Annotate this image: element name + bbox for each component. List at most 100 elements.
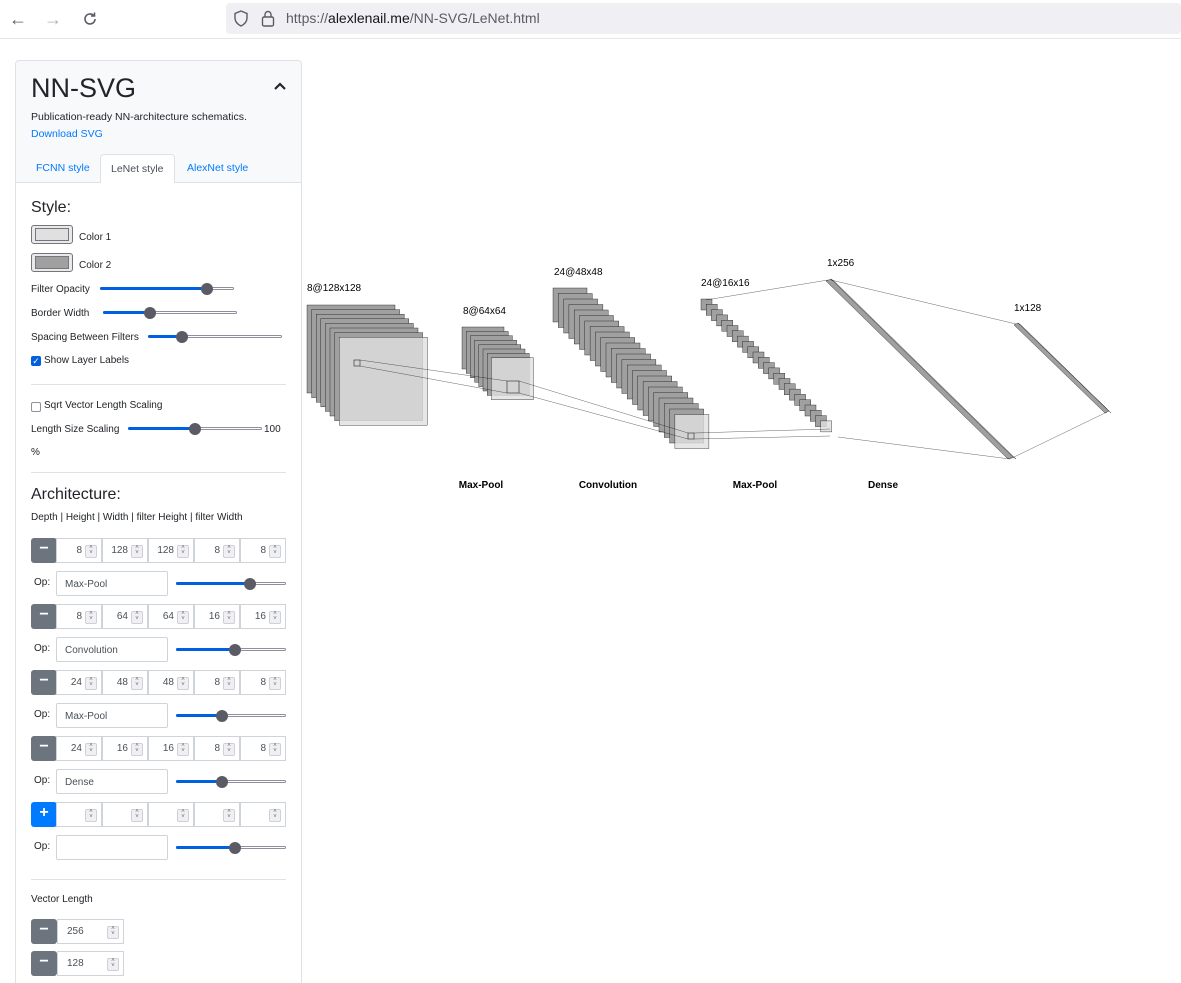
op-name-input[interactable]: Convolution [56, 637, 168, 662]
color2-picker[interactable] [31, 253, 73, 272]
color1-picker[interactable] [31, 225, 73, 244]
spinner-icon[interactable]: ˄˅ [269, 677, 281, 690]
spinner-icon[interactable]: ˄˅ [269, 809, 281, 822]
spinner-icon[interactable]: ˄˅ [223, 809, 235, 822]
layer-dimension-input[interactable]: ˄˅ [148, 802, 194, 827]
op-name-input[interactable]: Max-Pool [56, 703, 168, 728]
op-slider[interactable] [176, 578, 286, 590]
layer-row: −24˄˅48˄˅48˄˅8˄˅8˄˅ [31, 670, 286, 695]
spinner-icon[interactable]: ˄˅ [177, 743, 189, 756]
reload-icon[interactable] [77, 6, 103, 32]
op-name-input[interactable]: Max-Pool [56, 571, 168, 596]
spinner-icon[interactable]: ˄˅ [85, 743, 97, 756]
spinner-icon[interactable]: ˄˅ [131, 677, 143, 690]
layer-dimension-input[interactable]: ˄˅ [240, 802, 286, 827]
layer-dimension-input[interactable]: 64˄˅ [102, 604, 148, 629]
spinner-icon[interactable]: ˄˅ [131, 611, 143, 624]
layer-dimension-input[interactable]: 8˄˅ [240, 538, 286, 563]
tab-lenet-style[interactable]: LeNet style [100, 154, 175, 184]
tab-fcnn-style[interactable]: FCNN style [36, 162, 90, 174]
layer-dimension-input[interactable]: 128˄˅ [148, 538, 194, 563]
spinner-icon[interactable]: ˄˅ [131, 545, 143, 558]
layer-dimension-input[interactable]: 8˄˅ [56, 604, 102, 629]
spacing-slider[interactable] [148, 331, 282, 343]
back-arrow-icon[interactable]: ← [9, 8, 27, 29]
spinner-icon[interactable]: ˄˅ [177, 545, 189, 558]
connection-line [830, 279, 1017, 325]
layer-dimension-input[interactable]: ˄˅ [102, 802, 148, 827]
url-text[interactable]: https://alexlenail.me/NN-SVG/LeNet.html [286, 10, 540, 26]
spinner-icon[interactable]: ˄˅ [269, 611, 281, 624]
layer-dimension-input[interactable]: 24˄˅ [56, 736, 102, 761]
layer-dimension-input[interactable]: 8˄˅ [240, 670, 286, 695]
layer-dimension-input[interactable]: 8˄˅ [240, 736, 286, 761]
layer-dimension-input[interactable]: 48˄˅ [148, 670, 194, 695]
op-label: Op: [34, 841, 51, 852]
layer-label: 8@128x128 [307, 283, 362, 294]
layer-dimension-input[interactable]: 16˄˅ [240, 604, 286, 629]
spinner-icon[interactable]: ˄˅ [131, 809, 143, 822]
spinner-icon[interactable]: ˄˅ [223, 677, 235, 690]
layer-dimension-input[interactable]: 8˄˅ [194, 670, 240, 695]
layer-dimension-value: 128 [157, 545, 174, 556]
show-layer-labels-checkbox[interactable]: ✓ [31, 356, 41, 366]
layer-dimension-input[interactable]: 24˄˅ [56, 670, 102, 695]
vector-length-input[interactable]: 256˄˅ [57, 919, 124, 944]
layer-dimension-input[interactable]: 16˄˅ [194, 604, 240, 629]
chevron-up-icon[interactable] [269, 75, 291, 97]
filter-opacity-slider[interactable] [100, 283, 234, 295]
remove-layer-button[interactable]: − [31, 538, 57, 563]
layer-dimension-input[interactable]: 8˄˅ [194, 736, 240, 761]
tab-alexnet-style[interactable]: AlexNet style [187, 162, 249, 174]
op-label: Op: [34, 577, 51, 588]
spinner-icon[interactable]: ˄˅ [85, 677, 97, 690]
spinner-icon[interactable]: ˄˅ [85, 611, 97, 624]
op-slider[interactable] [176, 644, 286, 656]
border-width-slider[interactable] [103, 307, 237, 319]
spinner-icon[interactable]: ˄˅ [177, 809, 189, 822]
spinner-icon[interactable]: ˄˅ [85, 545, 97, 558]
remove-vector-button[interactable]: − [31, 951, 57, 976]
border-width-label: Border Width [31, 308, 90, 319]
op-name-input[interactable] [56, 835, 168, 860]
remove-layer-button[interactable]: − [31, 604, 57, 629]
download-svg-link[interactable]: Download SVG [31, 128, 103, 140]
spinner-icon[interactable]: ˄˅ [223, 545, 235, 558]
spinner-icon[interactable]: ˄˅ [177, 611, 189, 624]
spinner-icon[interactable]: ˄˅ [269, 743, 281, 756]
remove-layer-button[interactable]: − [31, 736, 57, 761]
shield-icon[interactable] [233, 10, 249, 32]
length-scaling-slider[interactable] [128, 423, 262, 435]
layer-dimension-input[interactable]: ˄˅ [194, 802, 240, 827]
sqrt-scaling-checkbox[interactable] [31, 402, 41, 412]
layer-dimension-input[interactable]: 8˄˅ [56, 538, 102, 563]
remove-layer-button[interactable]: − [31, 670, 57, 695]
spinner-icon[interactable]: ˄˅ [107, 926, 119, 939]
op-slider[interactable] [176, 710, 286, 722]
op-name-input[interactable]: Dense [56, 769, 168, 794]
layer-dimension-input[interactable]: 16˄˅ [102, 736, 148, 761]
add-layer-button[interactable]: + [31, 802, 57, 827]
op-slider[interactable] [176, 776, 286, 788]
spinner-icon[interactable]: ˄˅ [223, 611, 235, 624]
layer-dimension-input[interactable]: 64˄˅ [148, 604, 194, 629]
layer-dimension-input[interactable]: 128˄˅ [102, 538, 148, 563]
remove-vector-button[interactable]: − [31, 919, 57, 944]
spinner-icon[interactable]: ˄˅ [223, 743, 235, 756]
address-bar[interactable]: https://alexlenail.me/NN-SVG/LeNet.html [226, 3, 1181, 34]
spinner-icon[interactable]: ˄˅ [131, 743, 143, 756]
op-slider[interactable] [176, 842, 286, 854]
layer-dimension-value: 8 [214, 677, 220, 688]
layer-dimension-input[interactable]: 48˄˅ [102, 670, 148, 695]
vector-length-input[interactable]: 128˄˅ [57, 951, 124, 976]
layer-dimension-input[interactable]: ˄˅ [56, 802, 102, 827]
spinner-icon[interactable]: ˄˅ [177, 677, 189, 690]
layer-dimension-value: 64 [116, 611, 128, 622]
spinner-icon[interactable]: ˄˅ [269, 545, 281, 558]
layer-dimension-input[interactable]: 8˄˅ [194, 538, 240, 563]
spinner-icon[interactable]: ˄˅ [107, 958, 119, 971]
spinner-icon[interactable]: ˄˅ [85, 809, 97, 822]
forward-arrow-icon[interactable]: → [44, 8, 62, 29]
lock-icon[interactable] [261, 10, 275, 32]
layer-dimension-input[interactable]: 16˄˅ [148, 736, 194, 761]
